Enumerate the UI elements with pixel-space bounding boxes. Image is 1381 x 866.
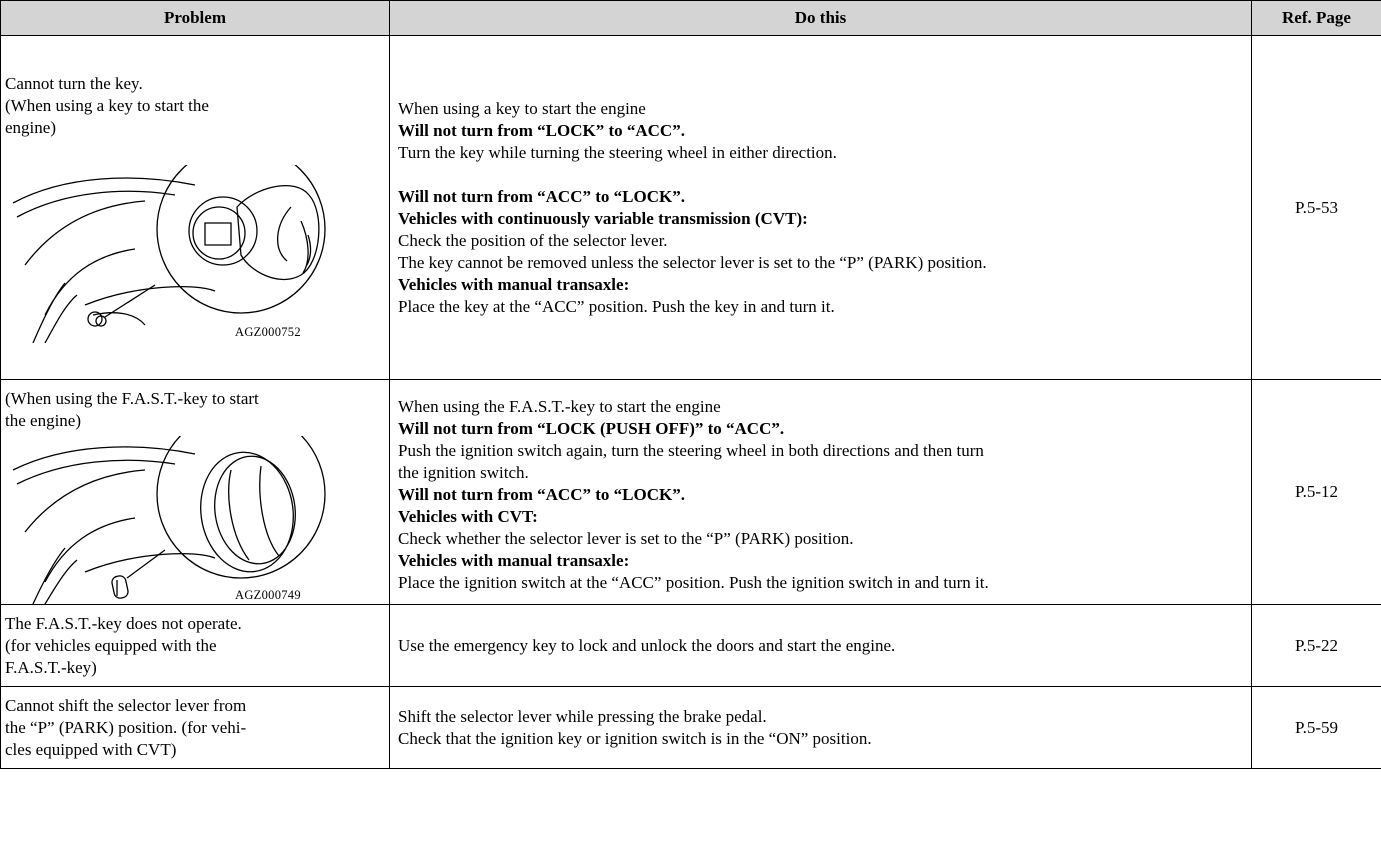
- troubleshooting-table: Problem Do this Ref. Page Cannot turn th…: [0, 0, 1381, 769]
- problem-line: cles equipped with CVT): [5, 739, 177, 759]
- problem-line: (When using a key to start the: [5, 95, 209, 115]
- instruction-line: Check the position of the selector lever…: [398, 230, 668, 250]
- instruction-line: Turn the key while turning the steering …: [398, 142, 837, 162]
- instruction-line: When using a key to start the engine: [398, 98, 646, 118]
- instruction-heading: Will not turn from “LOCK” to “ACC”.: [398, 120, 685, 140]
- figure-code: AGZ000749: [235, 588, 301, 602]
- problem-line: (for vehicles equipped with the: [5, 635, 217, 655]
- instruction-heading: Vehicles with CVT:: [398, 507, 538, 526]
- do-this-cell: When using the F.A.S.T.-key to start the…: [389, 379, 1252, 605]
- instruction-line: Place the key at the “ACC” position. Pus…: [398, 296, 835, 316]
- instruction-line: Check that the ignition key or ignition …: [398, 728, 872, 748]
- header-row: Problem Do this Ref. Page: [0, 0, 1381, 36]
- header-ref-page: Ref. Page: [1251, 0, 1381, 36]
- do-this-cell: Shift the selector lever while pressing …: [389, 686, 1252, 769]
- table-row: Cannot shift the selector lever from the…: [0, 686, 1381, 769]
- instruction-line: the ignition switch.: [398, 463, 529, 482]
- ref-page-cell: P.5-22: [1251, 604, 1381, 687]
- instruction-heading: Vehicles with manual transaxle:: [398, 551, 630, 570]
- fast-key-switch-illustration: AGZ000749: [5, 436, 365, 604]
- figure-code: AGZ000752: [235, 324, 301, 339]
- instruction-line: Shift the selector lever while pressing …: [398, 706, 767, 726]
- header-problem: Problem: [0, 0, 390, 36]
- table-row: (When using the F.A.S.T.-key to start th…: [0, 379, 1381, 605]
- instruction-line: Push the ignition switch again, turn the…: [398, 441, 984, 460]
- problem-line: engine): [5, 117, 56, 137]
- ref-page-cell: P.5-12: [1251, 379, 1381, 605]
- problem-cell: (When using the F.A.S.T.-key to start th…: [0, 379, 390, 605]
- do-this-cell: When using a key to start the engine Wil…: [389, 35, 1252, 380]
- problem-line: Cannot turn the key.: [5, 73, 143, 93]
- problem-line: The F.A.S.T.-key does not operate.: [5, 613, 242, 633]
- instruction-line: Place the ignition switch at the “ACC” p…: [398, 573, 989, 592]
- instruction-heading: Will not turn from “ACC” to “LOCK”.: [398, 186, 685, 206]
- instruction-heading: Will not turn from “LOCK (PUSH OFF)” to …: [398, 419, 785, 438]
- instruction-line: When using the F.A.S.T.-key to start the…: [398, 397, 721, 416]
- problem-line: the engine): [5, 411, 81, 430]
- key-ignition-illustration: AGZ000752: [5, 164, 365, 343]
- instruction-line: The key cannot be removed unless the sel…: [398, 252, 987, 272]
- instruction-line: Use the emergency key to lock and unlock…: [398, 635, 896, 655]
- ref-page-cell: P.5-53: [1251, 35, 1381, 380]
- key-cylinder-figure: [12, 164, 326, 343]
- table-row: Cannot turn the key. (When using a key t…: [0, 35, 1381, 380]
- problem-cell: Cannot turn the key. (When using a key t…: [0, 35, 390, 380]
- instruction-heading: Vehicles with manual transaxle:: [398, 274, 630, 294]
- problem-cell: Cannot shift the selector lever from the…: [0, 686, 390, 769]
- table-row: The F.A.S.T.-key does not operate. (for …: [0, 604, 1381, 687]
- instruction-heading: Will not turn from “ACC” to “LOCK”.: [398, 485, 685, 504]
- header-do-this: Do this: [389, 0, 1252, 36]
- ref-page-cell: P.5-59: [1251, 686, 1381, 769]
- problem-line: Cannot shift the selector lever from: [5, 695, 247, 715]
- ignition-switch-figure: [12, 436, 326, 604]
- do-this-cell: Use the emergency key to lock and unlock…: [389, 604, 1252, 687]
- spacer: [398, 164, 1243, 186]
- problem-cell: The F.A.S.T.-key does not operate. (for …: [0, 604, 390, 687]
- instruction-line: Check whether the selector lever is set …: [398, 529, 854, 548]
- instruction-heading: Vehicles with continuously variable tran…: [398, 208, 808, 228]
- problem-line: F.A.S.T.-key): [5, 657, 97, 677]
- problem-line: (When using the F.A.S.T.-key to start: [5, 389, 259, 408]
- problem-line: the “P” (PARK) position. (for vehi-: [5, 717, 247, 737]
